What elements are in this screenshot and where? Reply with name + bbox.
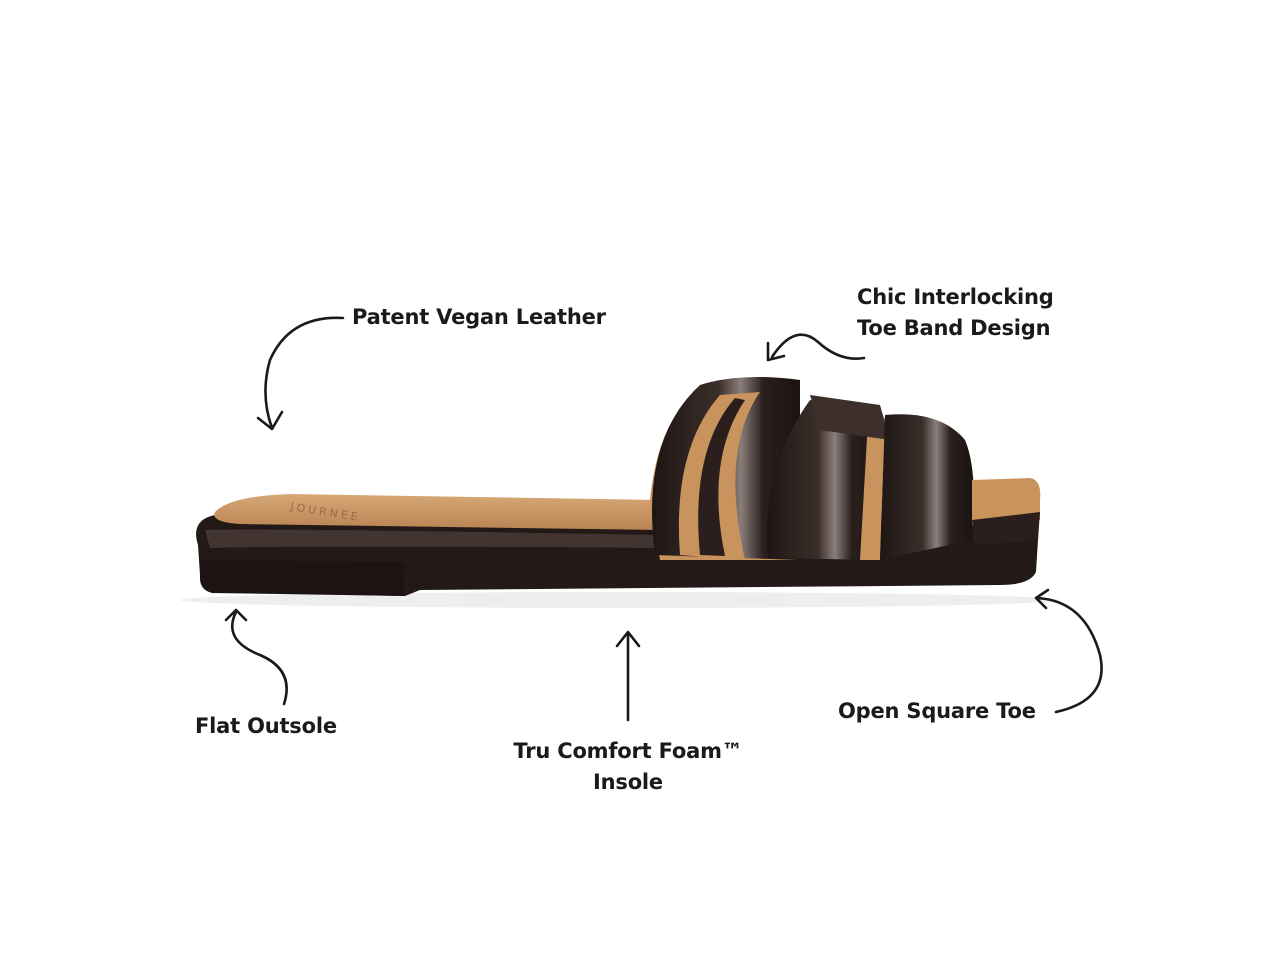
sandal: JOURNEE <box>180 376 1060 608</box>
toe-band-3 <box>880 414 974 560</box>
arrow-chic <box>766 333 866 362</box>
arrow-insole <box>615 630 641 722</box>
callout-flat-outsole: Flat Outsole <box>195 714 337 738</box>
callout-chic-line2: Toe Band Design <box>857 316 1051 340</box>
callout-insole-line2: Insole <box>593 770 663 794</box>
heel-block <box>200 560 405 596</box>
callout-chic-line1: Chic Interlocking <box>857 285 1054 309</box>
footbed <box>214 494 660 530</box>
arrow-outsole <box>224 608 288 706</box>
open-square-toe <box>972 478 1041 525</box>
arrow-toe <box>1034 588 1103 714</box>
callout-insole-line1: Tru Comfort Foam™ <box>513 739 743 763</box>
arrow-patent <box>256 316 345 431</box>
interlock-band <box>810 395 890 440</box>
callout-patent-vegan-leather: Patent Vegan Leather <box>352 305 606 329</box>
callout-open-square-toe: Open Square Toe <box>838 699 1036 723</box>
toe-band-2 <box>766 400 880 560</box>
